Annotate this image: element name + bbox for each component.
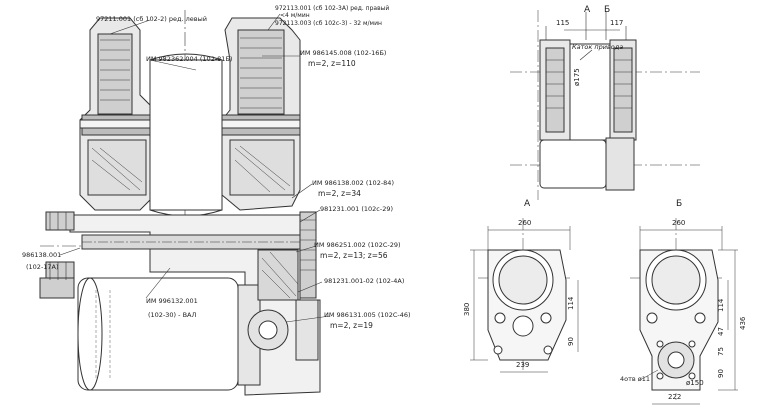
view-a-low: 90: [567, 337, 575, 346]
main-sectional-view: [39, 10, 331, 396]
label-left-reducer: 97211.001 (сб 102-2) ред. левый: [96, 15, 207, 23]
view-a-bottom: 239: [516, 361, 530, 369]
label-part-17a-code: (102-17А): [26, 263, 59, 271]
view-a-height: 380: [463, 302, 471, 316]
label-right-reducer: 972113.001 (сб 102-3А) ред. правый: [275, 5, 390, 12]
view-b-d1: 47: [717, 327, 725, 336]
label-shaft: ИМ 996132.001: [146, 297, 198, 305]
label-right-reducer-speed: <4 м/мин: [280, 12, 310, 19]
label-part-17a: 986138.001: [22, 251, 62, 259]
view-b-bottom: 222: [668, 393, 682, 401]
label-gear-z19: m=2, z=19: [330, 321, 373, 330]
label-shaft-code: (102-30) - ВАЛ: [148, 311, 197, 319]
label-part-4a: 981231.001-02 (102-4А): [324, 277, 405, 285]
label-part-46: ИМ 986131.005 (102С-46): [324, 311, 411, 319]
label-part-84: ИМ 986138.002 (102-84): [312, 179, 394, 187]
side-view-diameter: ø175: [573, 68, 581, 86]
label-gear-z34: m=2, z=34: [318, 189, 361, 198]
view-b-d3: 90: [717, 369, 725, 378]
view-b: [630, 218, 738, 405]
label-part-29: 981231.001 (102с-29): [320, 205, 394, 213]
view-a: [470, 218, 579, 373]
view-b-diameter: ø150: [686, 379, 704, 387]
label-gear-z110: m=2, z=110: [308, 59, 356, 68]
side-dim-left: 115: [556, 19, 570, 27]
label-right-reducer-alt: 972113.003 (сб 102с-3) - 32 м/мин: [275, 20, 382, 27]
label-gear-z13-z56: m=2, z=13; z=56: [320, 251, 388, 260]
label-part-102c-29: ИМ 986251.002 (102С-29): [314, 241, 401, 249]
view-b-holes: 4отв ø11: [620, 375, 651, 383]
view-b-mid: 114: [717, 298, 725, 312]
view-a-width: 260: [518, 219, 532, 227]
side-dim-right: 117: [610, 19, 624, 27]
side-view-note: Каток привода: [572, 43, 624, 51]
view-b-height: 436: [739, 316, 747, 330]
view-b-title: Б: [676, 199, 683, 209]
view-a-mid: 114: [567, 296, 575, 310]
side-view-arrow-b: Б: [604, 5, 611, 15]
view-b-d2: 75: [717, 347, 725, 356]
side-view-arrow-a: А: [584, 5, 591, 15]
label-part-81b: ИМ 982362.004 (102-81Б): [146, 55, 233, 63]
view-b-width: 260: [672, 219, 686, 227]
side-view: [510, 10, 700, 200]
view-a-title: А: [524, 199, 531, 209]
label-part-16b: ИМ 986145.008 (102-16Б): [300, 49, 387, 57]
